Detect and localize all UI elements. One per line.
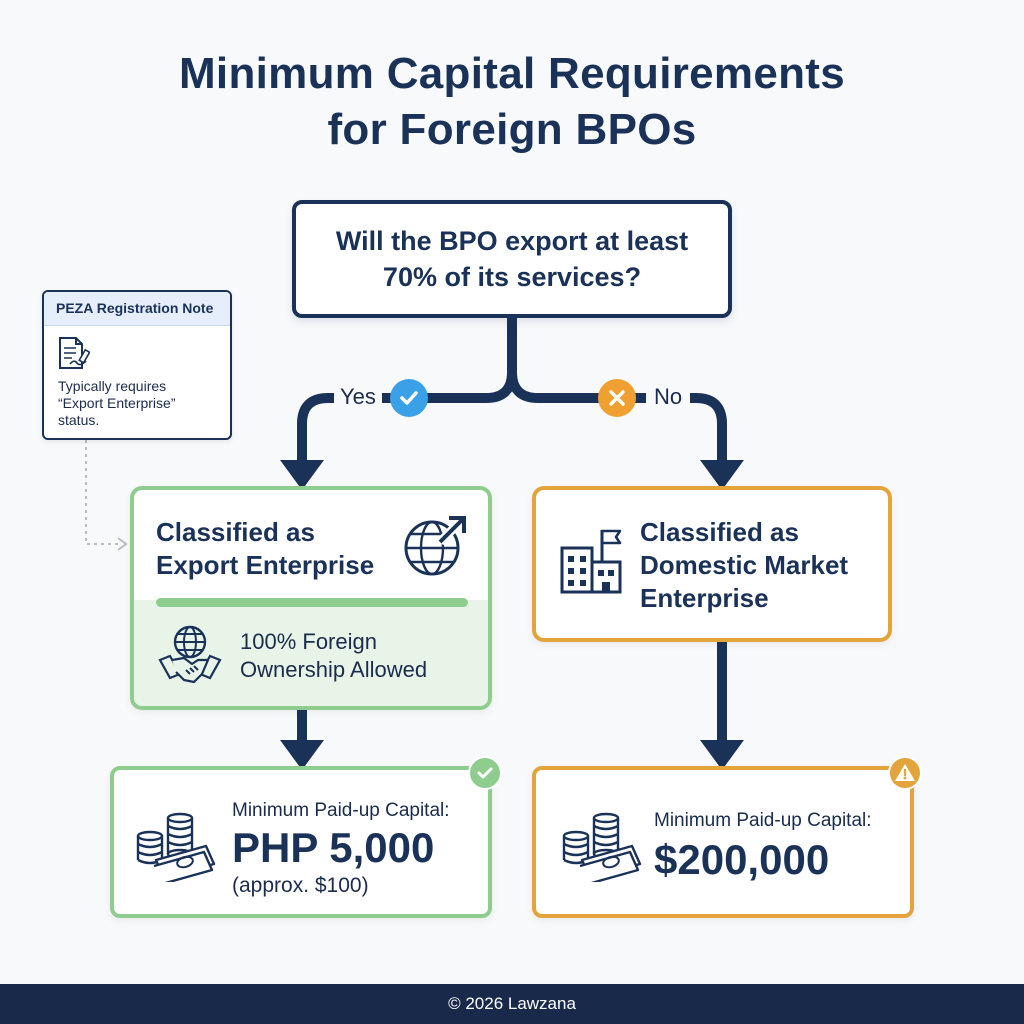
peza-note-heading: PEZA Registration Note [44, 292, 230, 326]
ownership-line-1: 100% Foreign [240, 629, 377, 654]
capital-export-approx: (approx. $100) [232, 874, 369, 897]
peza-note-body: Typically requires “Export Enterprise” s… [58, 378, 226, 429]
capital-export-label: Minimum Paid-up Capital: [232, 800, 450, 821]
footer: © 2026 Lawzana [0, 984, 1024, 1024]
check-icon [390, 379, 428, 417]
domestic-title-line-2: Domestic Market [640, 550, 849, 580]
export-title-line-1: Classified as [156, 517, 315, 547]
title-line-2: for Foreign BPOs [327, 105, 697, 154]
connector-right-branch [507, 371, 727, 462]
capital-domestic-label: Minimum Paid-up Capital: [654, 810, 872, 831]
arrow-domestic-capital [700, 740, 744, 770]
note-line-1: Typically requires [58, 378, 167, 394]
decision-question: Will the BPO export at least 70% of its … [292, 200, 732, 318]
export-enterprise-title: Classified as Export Enterprise [156, 516, 374, 582]
domestic-title-line-3: Enterprise [640, 583, 769, 613]
check-badge-icon [468, 756, 502, 790]
capital-domestic-amount: $200,000 [654, 836, 830, 883]
building-flag-icon [558, 526, 626, 601]
globe-export-icon [402, 514, 472, 583]
note-dotted-connector [85, 440, 120, 545]
domestic-enterprise-title: Classified as Domestic Market Enterprise [640, 516, 848, 615]
capital-domestic-box: Minimum Paid-up Capital: $200,000 [532, 766, 914, 918]
arrow-no [700, 460, 744, 490]
warning-badge-icon [888, 756, 922, 790]
document-signature-icon [56, 336, 91, 377]
question-line-1: Will the BPO export at least [335, 226, 689, 256]
capital-export-box: Minimum Paid-up Capital: PHP 5,000 (appr… [110, 766, 492, 918]
yes-label: Yes [334, 384, 382, 410]
export-title-line-2: Export Enterprise [156, 550, 375, 580]
page-title: Minimum Capital Requirements for Foreign… [0, 46, 1024, 158]
export-divider-bar [156, 598, 468, 607]
money-stack-icon [560, 810, 644, 887]
ownership-line-2: Ownership Allowed [240, 657, 428, 682]
arrow-yes [280, 460, 324, 490]
title-line-1: Minimum Capital Requirements [178, 49, 846, 98]
note-dotted-arrow [117, 537, 128, 551]
note-line-2: “Export Enterprise” [58, 395, 176, 411]
capital-export-amount: PHP 5,000 [232, 824, 435, 871]
domestic-title-line-1: Classified as [640, 517, 799, 547]
no-label: No [646, 384, 691, 410]
cross-icon [598, 379, 636, 417]
money-stack-icon [134, 810, 218, 887]
arrow-export-capital [280, 740, 324, 770]
question-line-2: 70% of its services? [382, 262, 642, 292]
note-line-3: status. [58, 412, 100, 428]
ownership-text: 100% Foreign Ownership Allowed [240, 628, 480, 684]
peza-note-card: PEZA Registration Note Typically require… [42, 290, 232, 440]
export-enterprise-box: Classified as Export Enterprise 100% For… [130, 486, 492, 710]
domestic-enterprise-box: Classified as Domestic Market Enterprise [532, 486, 892, 642]
footer-copyright: © 2026 Lawzana [448, 994, 576, 1013]
handshake-globe-icon [158, 624, 222, 695]
